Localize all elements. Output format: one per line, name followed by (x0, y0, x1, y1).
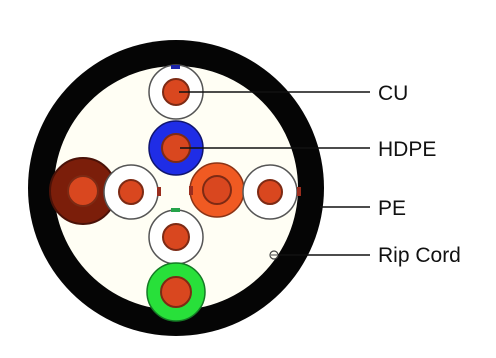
left-white-red-marker (157, 187, 161, 196)
rip-cord-label: Rip Cord (378, 244, 461, 267)
lower-white-conductor (162, 223, 190, 251)
pe-label: PE (378, 197, 406, 220)
lower-green-marker (171, 208, 180, 212)
right-white-red-marker (297, 187, 301, 196)
top-blue-marker (171, 65, 180, 69)
dark-red-conductor (67, 175, 99, 207)
green-conductor (160, 276, 192, 308)
cu-label: CU (378, 82, 408, 105)
right-white-conductor (257, 179, 283, 205)
orange-left-marker (189, 186, 193, 195)
hdpe-label: HDPE (378, 138, 436, 161)
orange-conductor (202, 175, 232, 205)
inner-filler-area (54, 66, 298, 310)
left-white-conductor (118, 179, 144, 205)
